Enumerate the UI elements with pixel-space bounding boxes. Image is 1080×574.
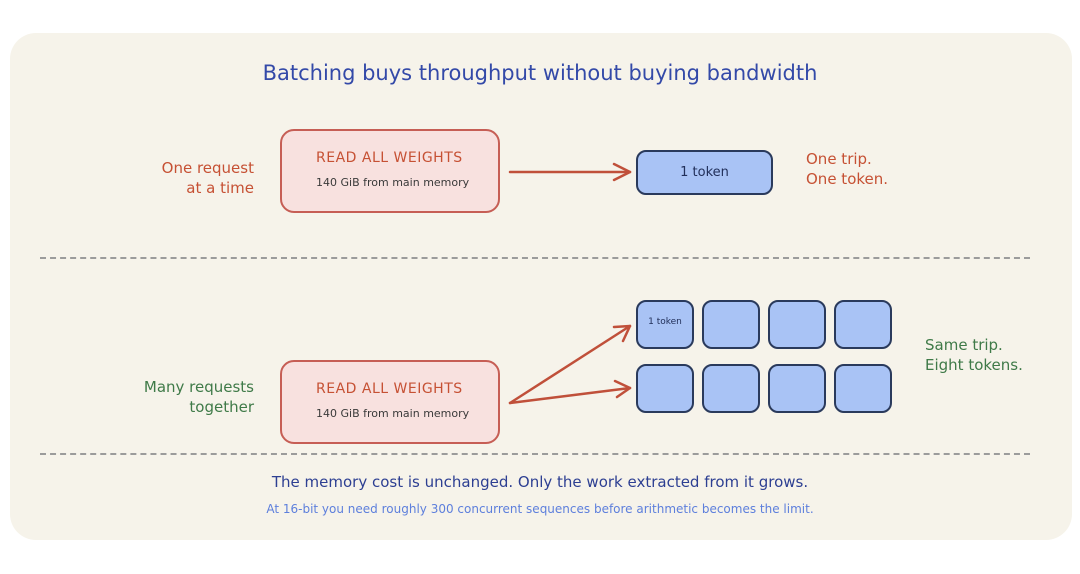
single-result-label: One trip. One token. [806, 149, 888, 189]
diagram-title: Batching buys throughput without buying … [262, 61, 818, 85]
single-token-label: 1 token [680, 165, 729, 180]
single-result-line1: One trip. [806, 150, 872, 168]
batch-token-box [702, 300, 760, 349]
batch-token-label: 1 token [648, 317, 682, 327]
top-divider [40, 257, 1030, 259]
batch-token-box: 1 token [636, 300, 694, 349]
batch-weights-title: READ ALL WEIGHTS [316, 381, 463, 397]
batch-token-box [768, 364, 826, 413]
single-weights-subtitle: 140 GiB from main memory [316, 176, 470, 189]
footer-summary: The memory cost is unchanged. Only the w… [271, 473, 809, 491]
batch-token-box [702, 364, 760, 413]
single-arrow [508, 162, 632, 182]
diagram-panel [10, 33, 1072, 540]
batch-request-label: Many requests together [144, 377, 254, 417]
footer-note: At 16-bit you need roughly 300 concurren… [266, 502, 814, 516]
batch-token-box [768, 300, 826, 349]
single-token-box: 1 token [636, 150, 773, 195]
single-label-line1: One request [161, 159, 254, 177]
batch-token-box [636, 364, 694, 413]
batch-label-line2: together [189, 398, 254, 416]
batch-result-line2: Eight tokens. [925, 356, 1023, 374]
bottom-divider [40, 453, 1030, 455]
batch-weights-box: READ ALL WEIGHTS 140 GiB from main memor… [280, 360, 500, 444]
single-result-line2: One token. [806, 170, 889, 188]
batch-result-line1: Same trip. [925, 336, 1003, 354]
single-weights-title: READ ALL WEIGHTS [316, 150, 463, 166]
batch-result-label: Same trip. Eight tokens. [925, 335, 1023, 375]
single-label-line2: at a time [186, 179, 254, 197]
batch-arrow-upper [508, 324, 632, 405]
batch-label-line1: Many requests [143, 378, 254, 396]
batch-arrow-lower [508, 379, 632, 405]
batch-token-box [834, 300, 892, 349]
batch-weights-subtitle: 140 GiB from main memory [316, 407, 470, 420]
batch-token-box [834, 364, 892, 413]
single-weights-box: READ ALL WEIGHTS 140 GiB from main memor… [280, 129, 500, 213]
single-request-label: One request at a time [162, 158, 254, 198]
